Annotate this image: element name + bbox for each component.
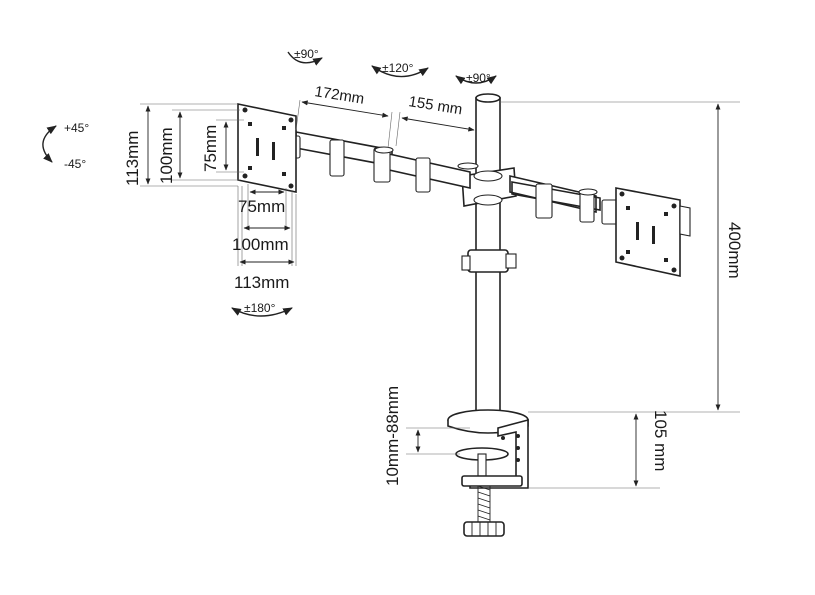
label-vesa-v-100: 100mm — [157, 127, 176, 184]
label-tilt-up: +45° — [64, 121, 89, 135]
right-arm — [509, 174, 621, 225]
label-rot-bottom: ±180° — [244, 301, 276, 315]
label-vesa-h-113: 113mm — [234, 273, 289, 292]
rotation-arrows — [42, 51, 497, 317]
label-rot-top-left: ±90° — [294, 47, 319, 61]
label-vesa-v-113: 113mm — [123, 131, 142, 186]
label-tilt-down: -45° — [64, 157, 86, 171]
center-hub — [461, 167, 517, 207]
left-arm — [285, 131, 479, 193]
clamp-knob — [463, 521, 505, 537]
label-rot-top-mid: ±120° — [382, 61, 414, 75]
label-vesa-v-75: 75mm — [201, 125, 220, 172]
label-pole-height: 400mm — [725, 222, 744, 279]
label-clamp-height: 105 mm — [651, 410, 670, 471]
clamp-screw — [477, 485, 491, 522]
pole — [461, 93, 517, 421]
label-desk-range: 10mm-88mm — [383, 386, 402, 486]
label-vesa-h-100: 100mm — [232, 235, 289, 254]
label-vesa-h-75: 75mm — [238, 197, 285, 216]
vesa-plate-right — [615, 187, 691, 277]
dimension-lines — [140, 99, 740, 489]
label-arm-seg-2: 155 mm — [407, 93, 463, 118]
vesa-plate-left — [237, 103, 297, 193]
labels: ±90° ±120° ±90° +45° -45° ±180° 172mm 15… — [64, 47, 744, 486]
label-rot-top-right: ±90° — [466, 71, 491, 85]
desk-clamp — [447, 409, 529, 537]
label-arm-seg-1: 172mm — [313, 83, 365, 108]
